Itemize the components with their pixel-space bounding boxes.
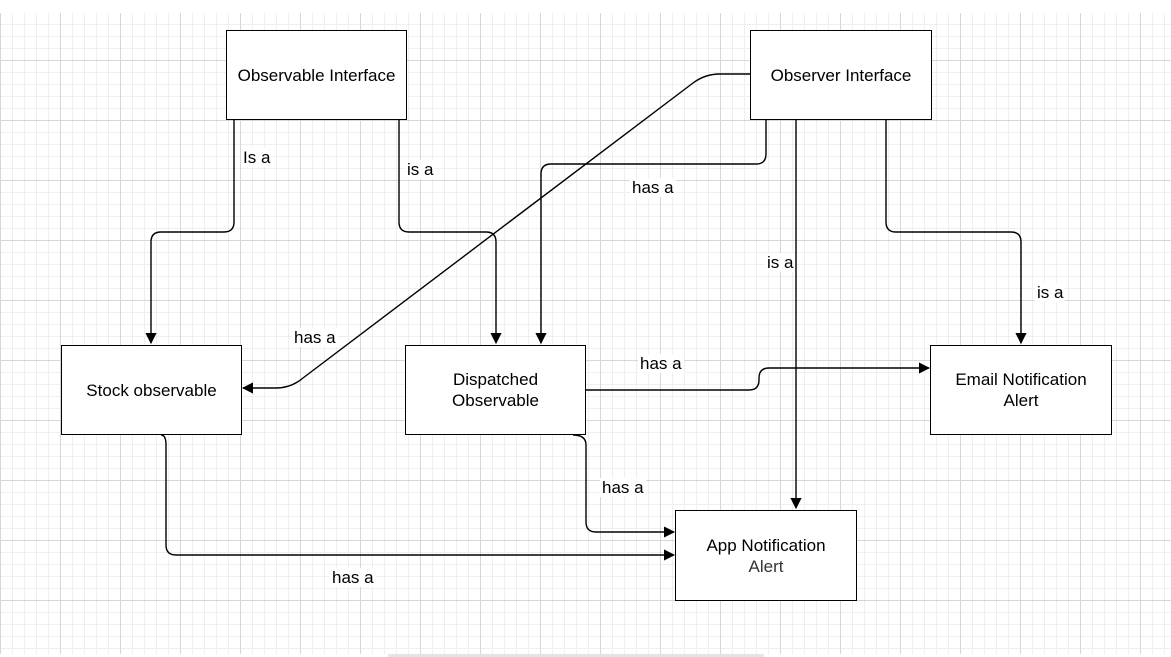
edge-label-observer-to-dispatched: has a: [630, 178, 676, 197]
observer-interface-node[interactable]: Observer Interface: [750, 30, 932, 120]
edge-label-stock-to-app: has a: [330, 568, 376, 587]
email-alert-label-line1: Email Notification: [955, 370, 1087, 389]
dispatched-observable-label-line1: Dispatched: [452, 370, 539, 389]
edge-label-dispatched-to-app: has a: [600, 478, 646, 497]
observable-interface-label: Observable Interface: [237, 65, 396, 85]
stock-observable-node[interactable]: Stock observable: [61, 345, 242, 435]
edge-observer-to-dispatched[interactable]: [535, 120, 767, 345]
edge-dispatched-to-app[interactable]: [572, 434, 676, 538]
observable-interface-node[interactable]: Observable Interface: [226, 30, 407, 120]
edge-observable-to-stock[interactable]: [145, 120, 235, 345]
edge-observable-to-dispatched[interactable]: [398, 120, 502, 345]
edge-label-observer-to-email: is a: [1035, 283, 1066, 302]
app-alert-label-line1: App Notification: [706, 535, 826, 555]
app-notification-alert-node[interactable]: App Notification Alert: [675, 510, 857, 601]
email-alert-label-line2: Alert: [1003, 391, 1039, 410]
horizontal-scrollbar[interactable]: [388, 654, 764, 657]
email-notification-alert-node[interactable]: Email Notification Alert: [930, 345, 1112, 435]
edge-label-dispatched-to-email: has a: [638, 354, 684, 373]
edge-observer-to-stock[interactable]: [241, 73, 751, 394]
stock-observable-label: Stock observable: [86, 380, 217, 400]
edge-label-observable-to-dispatched: is a: [405, 160, 436, 179]
edge-label-observer-to-app: is a: [765, 253, 796, 272]
dispatched-observable-label-line2: Observable: [452, 391, 539, 410]
app-alert-label-line2: Alert: [748, 556, 784, 576]
dispatched-observable-node[interactable]: Dispatched Observable: [405, 345, 586, 435]
edge-dispatched-to-email[interactable]: [586, 362, 931, 391]
edge-label-observable-to-stock: Is a: [241, 148, 273, 167]
observer-interface-label: Observer Interface: [770, 65, 912, 85]
diagram-canvas[interactable]: [0, 13, 1171, 654]
edge-observer-to-email[interactable]: [885, 120, 1027, 345]
edge-label-observer-to-stock: has a: [292, 328, 338, 347]
edge-stock-to-app[interactable]: [160, 434, 676, 561]
